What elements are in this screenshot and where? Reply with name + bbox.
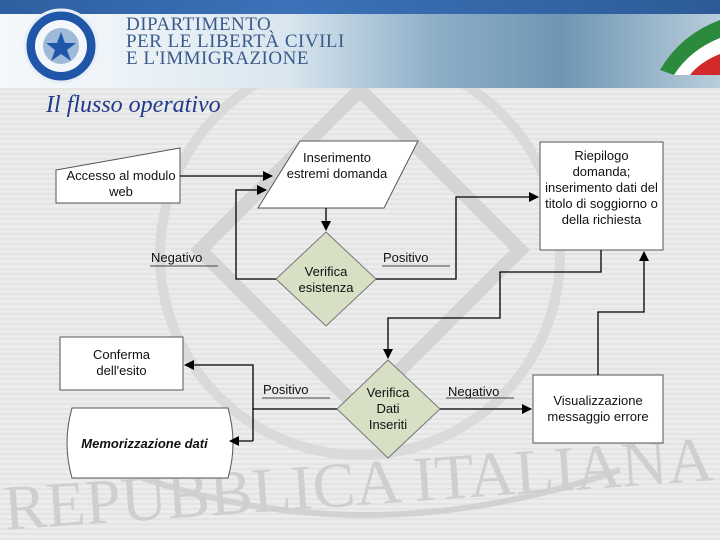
edge-label-positivo-2: Positivo (263, 382, 309, 397)
edge-visualizzazione-riepilogo (597, 251, 649, 375)
node-inserimento-shape (257, 140, 419, 209)
node-verifica-esistenza-label: Verifica esistenza (298, 264, 354, 295)
node-conferma-label: Conferma dell'esito (92, 347, 151, 378)
page-title: Il flusso operativo (46, 92, 221, 118)
node-verifica-esistenza-shape (275, 231, 377, 327)
node-memorizzazione-label: Memorizzazione dati (81, 436, 208, 451)
node-memorizzazione-shape (66, 407, 234, 479)
node-riepilogo-label: Riepilogo domanda; inserimento dati del … (545, 148, 658, 227)
edge-label-negativo: Negativo (151, 250, 203, 265)
header-banner: DIPARTIMENTO PER LE LIBERTÀ CIVILI E L'I… (0, 0, 720, 88)
node-visualizzazione-label: Visualizzazione messaggio errore (547, 393, 649, 424)
edge-riepilogo-verifica-dati (383, 250, 602, 359)
node-accesso-label: Accesso al modulo web (66, 168, 176, 199)
italian-flag-icon (660, 20, 720, 75)
node-visualizzazione-shape (532, 374, 664, 444)
department-name: DIPARTIMENTO PER LE LIBERTÀ CIVILI E L'I… (126, 14, 345, 69)
edge-label-negativo-2: Negativo (448, 384, 500, 399)
node-riepilogo-shape (539, 141, 664, 251)
node-conferma-shape (59, 336, 184, 391)
node-verifica-dati-label: Verifica Dati Inseriti (366, 385, 410, 432)
ministry-seal-icon (23, 8, 99, 84)
node-inserimento-label: Inserimento estremi domanda (286, 150, 388, 181)
edge-verifica-negativo-loop (235, 185, 276, 280)
department-line-3: E L'IMMIGRAZIONE (126, 48, 309, 69)
edge-label-positivo: Positivo (383, 250, 429, 265)
node-verifica-dati-shape (336, 359, 441, 459)
department-line-2: PER LE LIBERTÀ CIVILI (126, 31, 345, 52)
edge-positivo-conferma (184, 360, 254, 409)
node-accesso-shape (55, 147, 181, 204)
edge-verifica-positivo-riepilogo (376, 192, 539, 280)
edge-verifica-dati-positivo (252, 408, 337, 441)
banner-top-stripe (0, 0, 720, 14)
department-line-1: DIPARTIMENTO (126, 14, 272, 35)
